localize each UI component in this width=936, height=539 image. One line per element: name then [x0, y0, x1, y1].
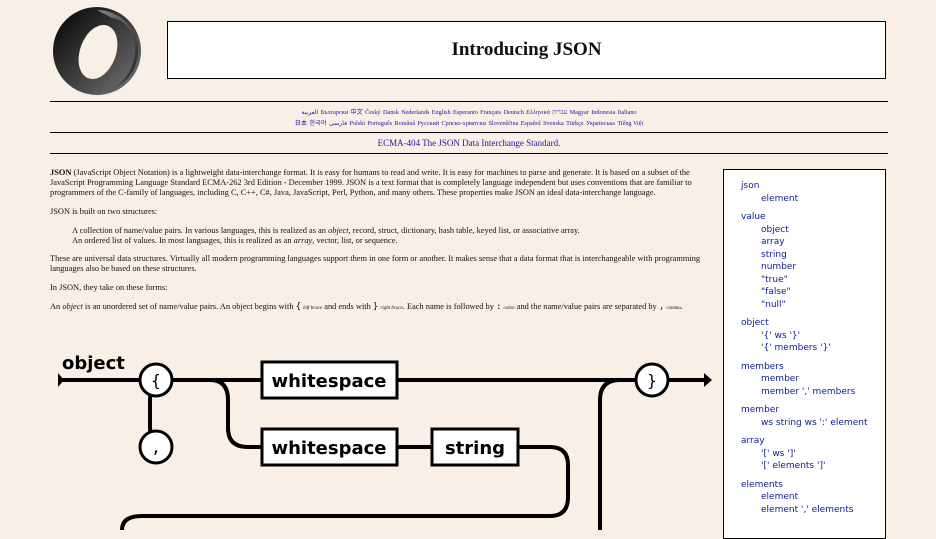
- grammar-alternative[interactable]: "null": [761, 299, 786, 310]
- grammar-rule-name[interactable]: elements: [741, 479, 783, 490]
- grammar-alternative[interactable]: '[' elements ']': [761, 461, 826, 471]
- language-link[interactable]: 中文: [350, 109, 363, 116]
- grammar-alternative[interactable]: '[' ws ']': [761, 448, 796, 459]
- grammar-alternative[interactable]: '{' members '}': [761, 343, 831, 353]
- language-link[interactable]: Magyar: [569, 109, 589, 116]
- main-content: JSON (JavaScript Object Notation) is a l…: [50, 168, 710, 323]
- language-link[interactable]: Slovenščina: [488, 120, 519, 127]
- grammar-rule: value object array string number "true" "false…: [741, 211, 885, 311]
- object-railroad-diagram: object { whitespace } , whitespace strin…: [58, 353, 712, 530]
- universal-paragraph: These are universal data structures. Vir…: [50, 254, 701, 273]
- language-link[interactable]: 日本: [294, 120, 308, 127]
- grammar-rule-name[interactable]: members: [741, 361, 784, 372]
- language-link[interactable]: Esperanto: [453, 109, 478, 116]
- grammar-alternative[interactable]: number: [761, 262, 797, 272]
- divider: [50, 153, 888, 154]
- language-link[interactable]: Svenska: [543, 120, 564, 127]
- structures-list: A collection of name/value pairs. In var…: [50, 226, 710, 246]
- language-link[interactable]: Русский: [417, 120, 440, 127]
- whitespace-node: [260, 427, 399, 467]
- language-link[interactable]: עברית: [552, 109, 568, 116]
- grammar-rule-name[interactable]: object: [741, 318, 769, 328]
- language-link[interactable]: English: [431, 109, 451, 116]
- language-link[interactable]: Deutsch: [503, 109, 524, 116]
- grammar-alternative[interactable]: object: [761, 224, 789, 235]
- list-item: A collection of name/value pairs. In var…: [72, 226, 580, 235]
- grammar-rule: elements element element ',' elements: [741, 479, 885, 517]
- language-link[interactable]: Română: [394, 120, 416, 127]
- diagram-label: object: [62, 353, 125, 374]
- language-link[interactable]: فارسی: [328, 120, 348, 127]
- language-link[interactable]: Tiếng Việt: [617, 120, 644, 127]
- close-brace-node: [634, 362, 670, 398]
- language-link[interactable]: Indonesia: [591, 109, 616, 116]
- grammar-alternative[interactable]: element: [761, 492, 799, 502]
- grammar-alternative[interactable]: member: [761, 374, 800, 384]
- object-paragraph: An object is an unordered set of name/va…: [50, 302, 683, 312]
- grammar-rule: array '[' ws ']' '[' elements ']': [741, 435, 885, 473]
- svg-text:}: }: [647, 371, 657, 390]
- whitespace-node: [260, 360, 399, 400]
- language-link[interactable]: Български: [320, 109, 349, 116]
- language-link[interactable]: Polski: [349, 120, 365, 127]
- svg-text:,: ,: [151, 438, 161, 457]
- svg-text:whitespace: whitespace: [271, 371, 386, 392]
- svg-text:whitespace: whitespace: [271, 438, 386, 459]
- svg-text:string: string: [445, 438, 505, 459]
- language-link[interactable]: Українська: [585, 120, 615, 127]
- grammar-alternative[interactable]: element: [761, 193, 799, 204]
- page-title-box: Introducing JSON: [167, 21, 886, 79]
- grammar-alternative[interactable]: string: [761, 249, 787, 260]
- language-link[interactable]: العربية: [301, 109, 319, 116]
- language-link[interactable]: Dansk: [383, 109, 399, 116]
- grammar-rule-name[interactable]: array: [741, 436, 765, 446]
- structures-paragraph: JSON is built on two structures:: [50, 207, 158, 216]
- language-link[interactable]: Český: [365, 109, 381, 116]
- forms-paragraph: In JSON, they take on these forms:: [50, 283, 168, 292]
- comma-node: [138, 429, 174, 465]
- list-item: An ordered list of values. In most langu…: [72, 236, 398, 245]
- grammar-rule: members member member ',' members: [741, 361, 885, 399]
- intro-paragraph: JSON (JavaScript Object Notation) is a l…: [50, 168, 692, 197]
- grammar-rule-name[interactable]: member: [741, 405, 780, 415]
- language-link[interactable]: 한국어: [309, 120, 327, 127]
- svg-text:{: {: [151, 371, 161, 390]
- ecma-link-container: ECMA-404 The JSON Data Interchange Stand…: [50, 138, 888, 148]
- ecma-404-link[interactable]: ECMA-404 The JSON Data Interchange Stand…: [377, 138, 561, 148]
- json-logo: [53, 7, 141, 95]
- language-link[interactable]: Português: [367, 120, 393, 127]
- grammar-alternative[interactable]: ws string ws ':' element: [761, 417, 868, 428]
- language-link[interactable]: Српско-хрватски: [441, 120, 487, 127]
- grammar-alternative[interactable]: element ',' elements: [761, 504, 854, 515]
- grammar-rule: member ws string ws ':' element: [741, 404, 885, 429]
- language-link[interactable]: Türkçe: [566, 120, 584, 127]
- language-link[interactable]: Nederlands: [401, 109, 430, 116]
- language-link[interactable]: Español: [520, 120, 541, 127]
- divider: [50, 101, 888, 102]
- grammar-rule: object '{' ws '}' '{' members '}': [741, 317, 885, 355]
- json-term: JSON: [50, 168, 72, 177]
- grammar-alternative[interactable]: member ',' members: [761, 386, 856, 397]
- string-node: [430, 427, 520, 467]
- grammar-alternative[interactable]: '{' ws '}': [761, 330, 801, 341]
- divider: [50, 132, 888, 133]
- grammar-alternative[interactable]: array: [761, 237, 785, 247]
- grammar-alternative[interactable]: "false": [761, 287, 791, 297]
- language-link[interactable]: Ελληνικά: [526, 109, 550, 116]
- open-brace-node: [138, 362, 174, 398]
- page-title: Introducing JSON: [451, 39, 602, 60]
- grammar-rule-name[interactable]: json: [741, 181, 760, 191]
- language-link[interactable]: Italiano: [617, 109, 637, 116]
- language-link[interactable]: Français: [480, 109, 502, 116]
- grammar-rule-name[interactable]: value: [741, 212, 766, 222]
- grammar-alternative[interactable]: "true": [761, 274, 788, 285]
